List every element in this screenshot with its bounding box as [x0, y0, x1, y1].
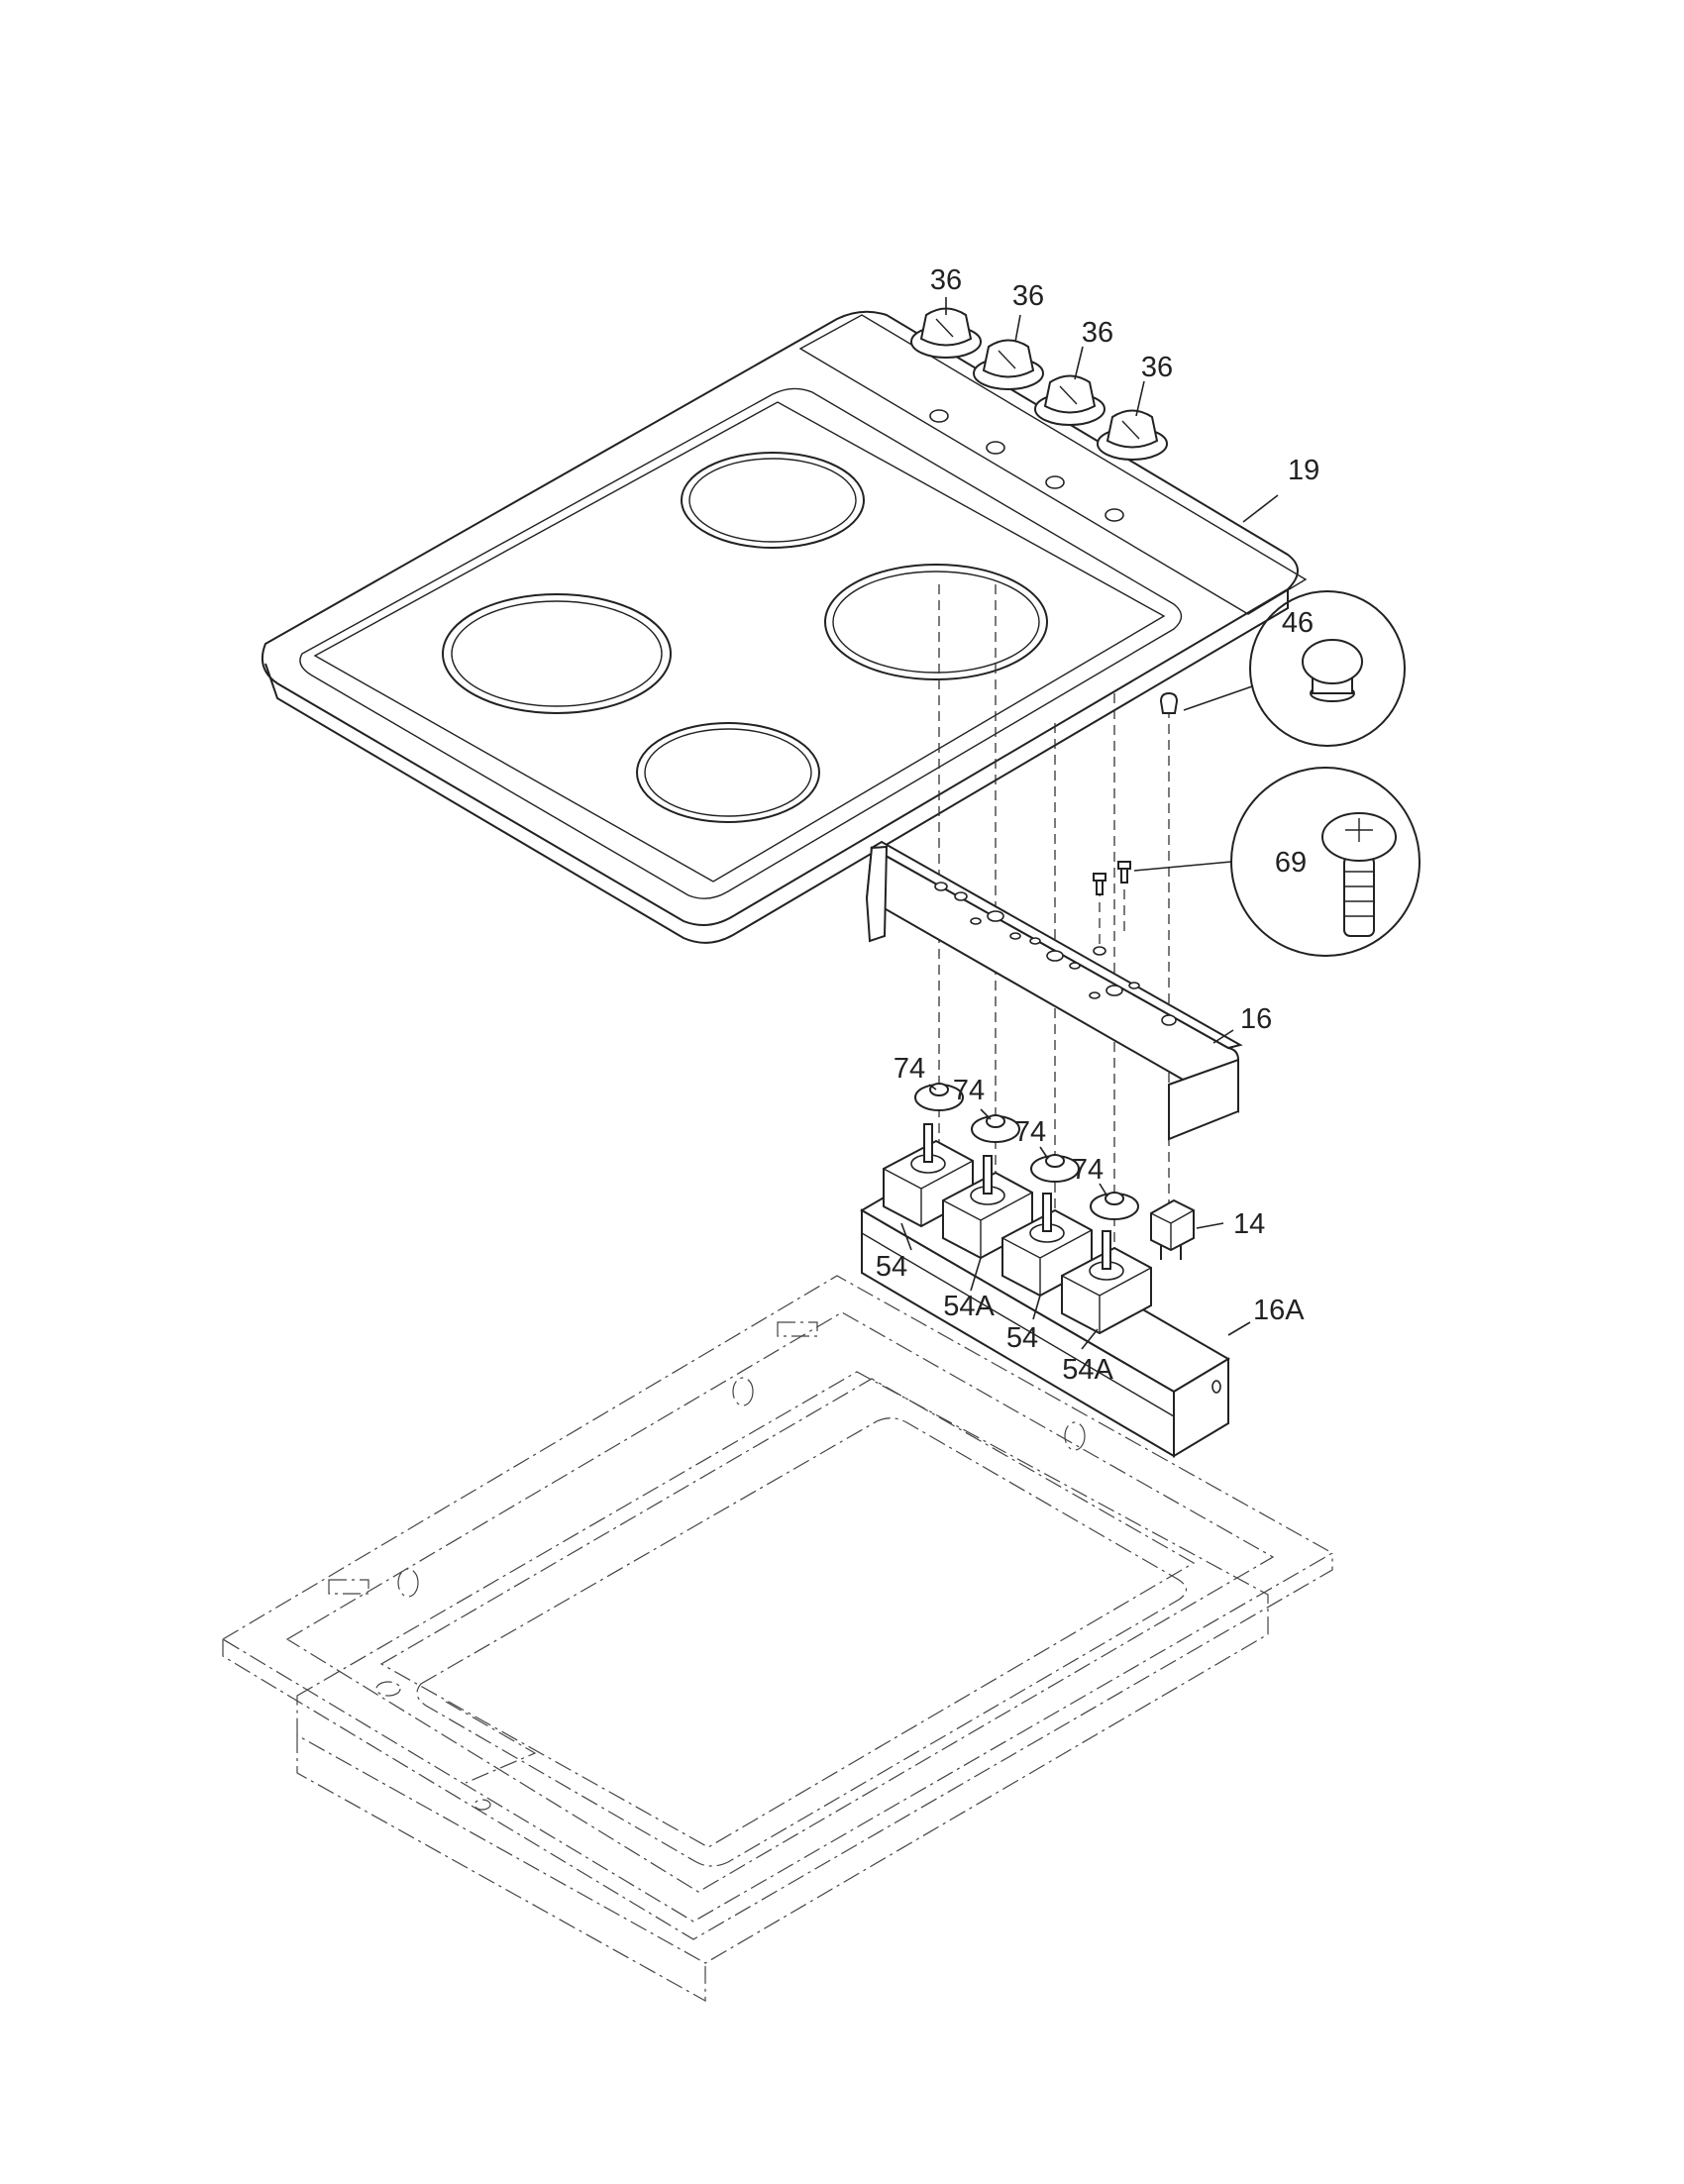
control-knob-1: [910, 307, 982, 359]
indicator-light: [1150, 1198, 1195, 1260]
plug-button-detail: [1183, 590, 1406, 747]
callout-knob-2: 36: [1012, 280, 1044, 312]
callout-seal-2: 74: [953, 1075, 985, 1106]
callout-cooktop: 19: [1288, 455, 1319, 486]
callout-screw: 69: [1275, 847, 1307, 879]
callout-switch-2: 54A: [943, 1291, 995, 1322]
callout-bracket-upper: 16: [1240, 1003, 1272, 1035]
callout-bracket-lower: 16A: [1253, 1295, 1305, 1326]
callout-switch-1: 54: [876, 1251, 907, 1283]
callout-knob-1: 36: [930, 264, 962, 296]
control-knob-4: [1097, 409, 1168, 461]
screw-small-1: [1093, 873, 1106, 895]
seal-2: [971, 1114, 1020, 1143]
callout-switch-3: 54: [1006, 1322, 1038, 1354]
upper-bracket: [865, 840, 1243, 1141]
screw-detail: [1133, 767, 1421, 957]
leader-lines: [900, 297, 1279, 1350]
seal-4: [1090, 1192, 1139, 1220]
callout-switch-4: 54A: [1062, 1354, 1113, 1386]
screw-small-2: [1117, 861, 1131, 884]
callout-indicator: 14: [1233, 1208, 1265, 1240]
callout-knob-4: 36: [1141, 352, 1173, 383]
seal-3: [1030, 1154, 1080, 1183]
cooktop-glass-top: [262, 310, 1308, 944]
callout-seal-1: 74: [894, 1053, 925, 1085]
callout-seal-4: 74: [1072, 1154, 1104, 1186]
switch-4: [1061, 1230, 1152, 1335]
control-knob-2: [973, 339, 1044, 390]
callout-seal-3: 74: [1014, 1116, 1046, 1148]
callout-plug-button: 46: [1282, 607, 1314, 639]
seal-1: [914, 1083, 964, 1111]
callout-knob-3: 36: [1082, 317, 1113, 349]
plug-button-small: [1159, 691, 1179, 714]
mounting-pan-phantom: [221, 1275, 1334, 2003]
control-knob-3: [1034, 374, 1105, 426]
callout-labels: 36 36 36 36 19 46 69 16 74 74 74 74 54 5…: [876, 264, 1319, 1386]
